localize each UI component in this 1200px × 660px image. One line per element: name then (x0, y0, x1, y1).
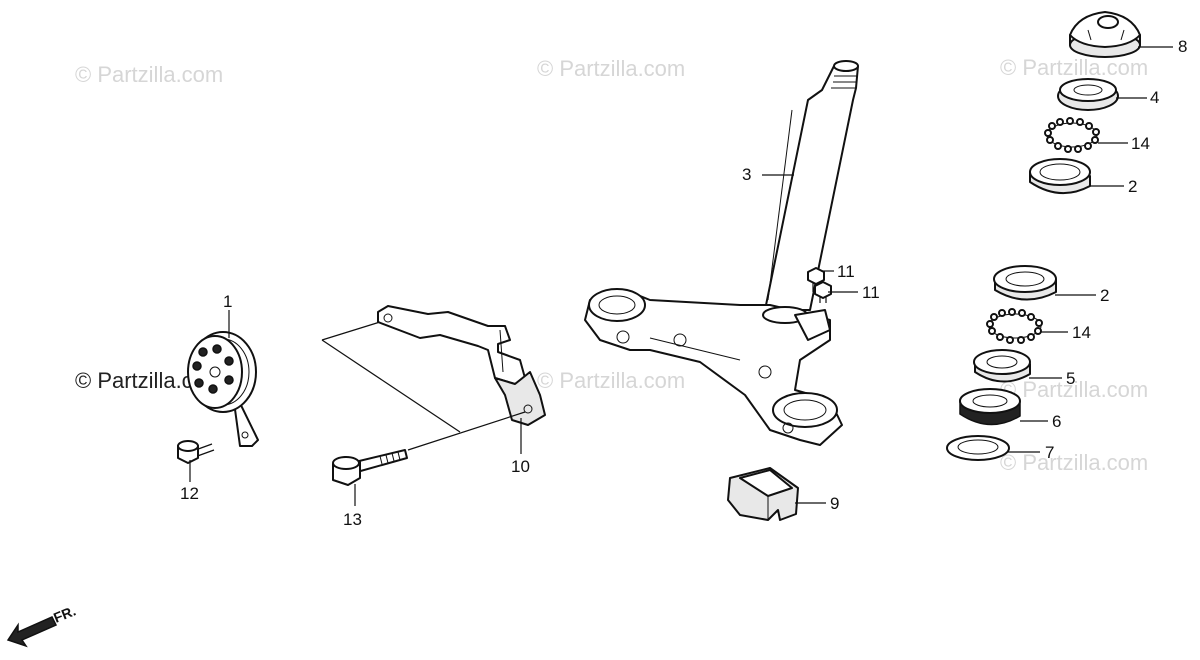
ball-race-upper-part[interactable] (1029, 158, 1091, 195)
leader-line (321, 339, 461, 433)
dust-seal-part[interactable] (959, 388, 1021, 426)
front-direction-label: FR. (51, 602, 78, 625)
callout-14-lower: 14 (1072, 323, 1091, 342)
callout-3: 3 (742, 165, 751, 184)
watermark-mid-center: © Partzilla.com (537, 368, 685, 393)
callout-2-upper: 2 (1128, 177, 1137, 196)
callout-6: 6 (1052, 412, 1061, 431)
callout-11-lower: 11 (862, 283, 880, 302)
stem-nut-part[interactable] (1069, 11, 1141, 58)
callout-4: 4 (1150, 88, 1159, 107)
watermark-top-center: © Partzilla.com (537, 56, 685, 81)
watermark-top-left: © Partzilla.com (75, 62, 223, 87)
callout-8: 8 (1178, 37, 1187, 56)
callout-5: 5 (1066, 369, 1075, 388)
steel-balls-upper-part[interactable] (1044, 117, 1100, 153)
callout-2-lower: 2 (1100, 286, 1109, 305)
callout-11-upper: 11 (837, 262, 855, 281)
watermark-lower-right: © Partzilla.com (1000, 450, 1148, 475)
callout-13: 13 (343, 510, 362, 529)
front-direction-arrow-icon (6, 616, 58, 648)
stem-screw-lower-part[interactable] (814, 281, 832, 303)
cone-race-top-part[interactable] (1057, 78, 1119, 111)
callout-1: 1 (223, 292, 232, 311)
horn-bracket-part[interactable] (377, 305, 546, 426)
steel-balls-lower-part[interactable] (986, 308, 1043, 344)
callout-10: 10 (511, 457, 530, 476)
leader-line (407, 411, 526, 451)
callout-7: 7 (1045, 443, 1054, 462)
horn-part[interactable] (187, 331, 259, 447)
callout-9: 9 (830, 494, 839, 513)
cone-race-lower-part[interactable] (973, 349, 1031, 383)
watermark-mid-right: © Partzilla.com (1000, 377, 1148, 402)
steering-stem-part[interactable] (584, 60, 859, 446)
watermark-top-right: © Partzilla.com (1000, 55, 1148, 80)
washer-part[interactable] (946, 435, 1010, 461)
callout-12: 12 (180, 484, 199, 503)
long-bolt-part[interactable] (332, 449, 408, 486)
ball-race-lower-part[interactable] (993, 265, 1057, 301)
leader-line (321, 321, 381, 341)
small-bolt-part[interactable] (177, 440, 215, 464)
callout-14-upper: 14 (1131, 134, 1150, 153)
stem-cover-part[interactable] (727, 467, 799, 521)
stem-screw-upper-part[interactable] (807, 267, 825, 292)
